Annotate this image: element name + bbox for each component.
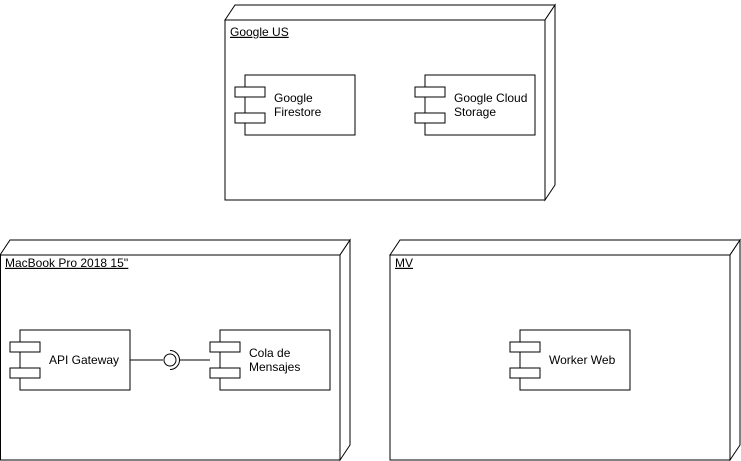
component-google-firestore[interactable]: Google Firestore [234, 74, 356, 136]
component-label-line2: Storage [454, 105, 496, 119]
component-label-line1: API Gateway [49, 353, 119, 367]
component-body [424, 74, 536, 136]
component-port-icon [9, 341, 41, 353]
component-cola-de-mensajes[interactable]: Cola de Mensajes [209, 329, 331, 391]
node-mv-title: MV [395, 256, 413, 270]
component-google-cloud-storage[interactable]: Google Cloud Storage [414, 74, 536, 136]
node-mv-side-face [729, 238, 741, 461]
component-label-line1: Google Cloud [454, 91, 527, 105]
node-google-us-title: Google US [230, 25, 289, 39]
node-macbook-top-face [0, 239, 351, 256]
interface-connector [130, 350, 210, 370]
component-api-gateway[interactable]: API Gateway [9, 329, 131, 391]
component-port-icon [209, 367, 241, 379]
component-label-line2: Firestore [274, 105, 322, 119]
component-label-line1: Google [274, 91, 313, 105]
component-body [244, 74, 356, 136]
component-body [519, 329, 631, 391]
node-macbook-title: MacBook Pro 2018 15'' [5, 256, 128, 270]
node-mv-top-face [389, 239, 741, 256]
provided-interface-ball [163, 353, 177, 367]
component-port-icon [9, 367, 41, 379]
component-body [19, 329, 131, 391]
component-port-icon [414, 112, 446, 124]
component-worker-web[interactable]: Worker Web [509, 329, 631, 391]
node-macbook-side-face [339, 238, 351, 461]
component-body [219, 329, 331, 391]
component-port-icon [234, 86, 266, 98]
component-port-icon [234, 112, 266, 124]
node-google-us-top-face [224, 4, 556, 21]
component-label-line2: Mensajes [249, 360, 300, 374]
node-google-us-side-face [544, 3, 556, 202]
component-label-line1: Cola de [249, 346, 291, 360]
component-port-icon [509, 367, 541, 379]
component-label-line1: Worker Web [549, 353, 616, 367]
component-port-icon [209, 341, 241, 353]
component-port-icon [509, 341, 541, 353]
component-port-icon [414, 86, 446, 98]
